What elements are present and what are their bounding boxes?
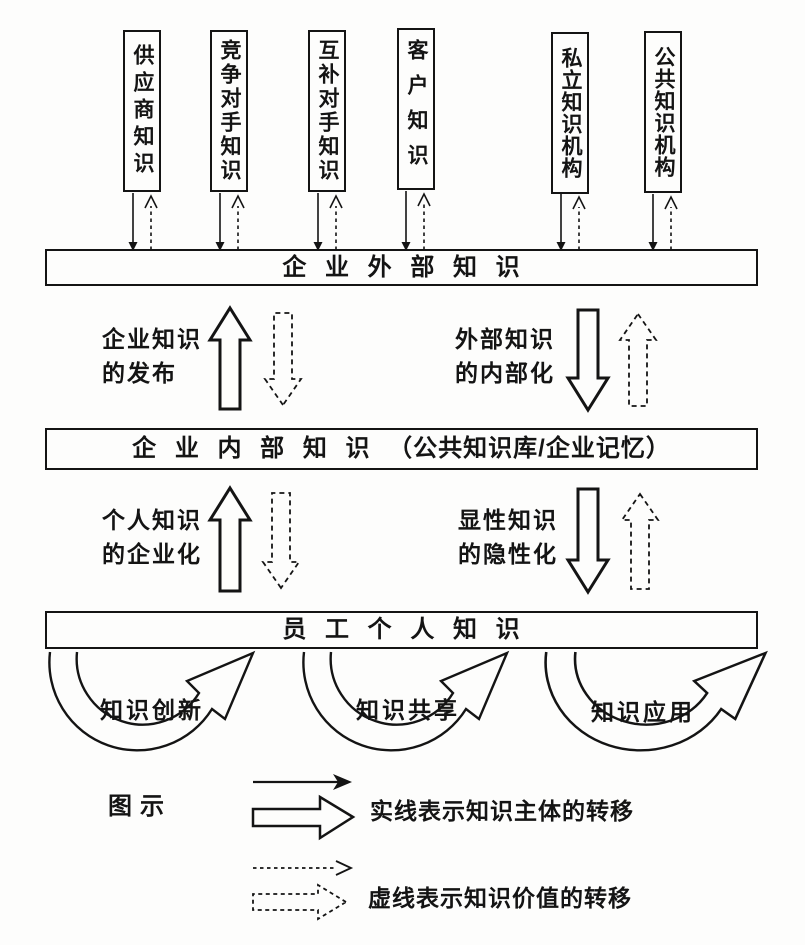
knowledge-innovation-label: 知识创新 <box>100 697 204 723</box>
knowledge-innovation-arc <box>48 650 256 752</box>
source-box-public-institution: 公共知识机构 <box>644 31 682 193</box>
legend-solid-block-arrow <box>251 794 356 841</box>
connector-complementor <box>313 193 343 251</box>
connector-customer <box>401 191 431 251</box>
corporatize-label: 个人知识 的企业化 <box>102 507 202 567</box>
tacitize-dashed-up-arrow <box>620 492 660 590</box>
internalize-label: 外部知识 的内部化 <box>455 326 555 386</box>
corporatize-dashed-down-arrow <box>261 492 301 590</box>
tacitize-label: 显性知识 的隐性化 <box>458 507 558 567</box>
knowledge-application-arc <box>544 650 768 752</box>
external-knowledge-bar: 企 业 外 部 知 识 <box>45 249 758 286</box>
legend-solid-description: 实线表示知识主体的转移 <box>370 798 634 824</box>
tacitize-solid-down-arrow <box>565 487 611 595</box>
knowledge-application-label: 知识应用 <box>591 699 695 725</box>
legend-dashed-thin-arrow <box>253 860 354 876</box>
source-box-supplier: 供应商知识 <box>123 30 161 192</box>
legend-dashed-block-arrow <box>252 883 348 921</box>
legend-title: 图示 <box>108 793 172 820</box>
knowledge-sharing-arc <box>302 650 510 752</box>
legend-solid-thin-arrow <box>253 774 352 790</box>
publish-solid-up-arrow <box>207 305 253 411</box>
corporatize-solid-up-arrow <box>207 485 253 593</box>
source-box-private-institution: 私立知识机构 <box>551 32 589 194</box>
publish-label: 企业知识 的发布 <box>102 326 202 386</box>
legend-dashed-description: 虚线表示知识价值的转移 <box>368 885 632 911</box>
source-box-complementor: 互补对手知识 <box>308 30 346 192</box>
internalize-dashed-up-arrow <box>618 312 658 407</box>
source-box-competitor: 竞争对手知识 <box>210 30 248 192</box>
connector-private-institution <box>556 194 586 251</box>
publish-dashed-down-arrow <box>263 312 303 407</box>
connector-public-institution <box>648 194 678 251</box>
connector-supplier <box>128 193 158 251</box>
knowledge-sharing-label: 知识共享 <box>356 697 460 723</box>
connector-competitor <box>215 193 245 251</box>
internalize-solid-down-arrow <box>565 308 611 413</box>
internal-knowledge-bar: 企 业 内 部 知 识 （公共知识库/企业记忆） <box>45 428 758 470</box>
personal-knowledge-bar: 员 工 个 人 知 识 <box>45 611 758 649</box>
source-box-customer: 客户知识 <box>397 28 435 190</box>
